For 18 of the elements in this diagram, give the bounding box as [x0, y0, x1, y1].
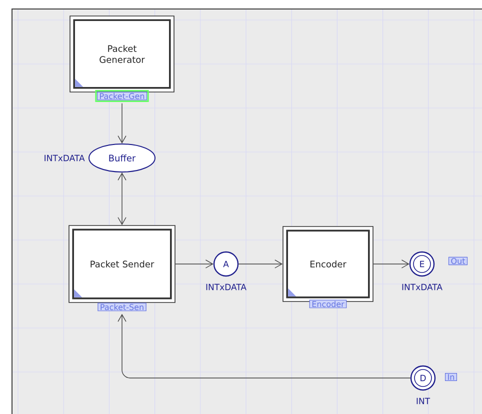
module-box: Packet Sender — [68, 225, 176, 303]
module-box: Encoder — [282, 226, 374, 302]
name-tag: Out — [448, 256, 468, 266]
arc-arrow — [373, 260, 410, 268]
arc-arrow — [175, 260, 214, 268]
arc-arrow — [118, 314, 411, 378]
type-label: INTxDATA — [44, 154, 85, 162]
arc-arrow — [118, 103, 126, 144]
type-label: INTxDATA — [206, 284, 246, 290]
module-box: Packet Generator — [70, 16, 174, 92]
name-tag: Packet-Gen — [95, 90, 149, 102]
arc-arrow — [118, 172, 126, 226]
name-tag: Packet-Sen — [98, 302, 146, 312]
name-tag: In — [444, 372, 458, 381]
type-label: INT — [416, 398, 430, 404]
name-tag: Encoder — [309, 300, 347, 308]
arc-arrow — [238, 260, 283, 268]
type-label: INTxDATA — [402, 284, 442, 290]
